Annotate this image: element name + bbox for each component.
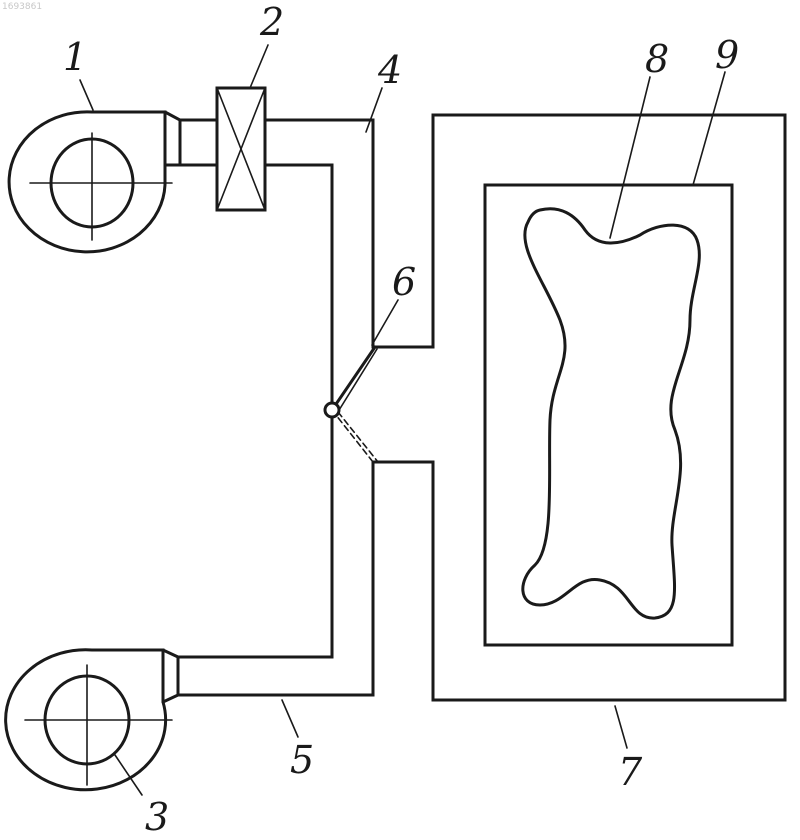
leader-7 <box>615 706 627 748</box>
leader-2 <box>250 45 268 88</box>
leader-5 <box>282 700 298 737</box>
fan-1-housing <box>9 112 165 252</box>
fan-3-bottom <box>6 650 178 790</box>
supply-duct-4 <box>178 115 785 700</box>
duct-inner-wall <box>178 165 332 657</box>
leader-6 <box>372 300 398 345</box>
label-5: 5 <box>290 738 314 782</box>
damper-flap-alt-a <box>332 410 373 462</box>
leader-1 <box>80 80 93 110</box>
label-4: 4 <box>377 48 402 92</box>
damper-flap-open <box>332 347 375 410</box>
heater-2 <box>217 88 265 210</box>
object-8-shape <box>523 209 700 618</box>
damper-flap-alt-b <box>338 412 378 462</box>
label-8: 8 <box>645 37 669 81</box>
damper-flap-open-edge <box>336 349 377 415</box>
fan-3-outlet <box>163 650 178 702</box>
leader-8 <box>610 77 650 238</box>
fan-1-top <box>9 112 180 252</box>
watermark-text: 1693861 <box>2 2 42 12</box>
fan-1-outlet <box>165 112 180 165</box>
label-2: 2 <box>259 0 284 44</box>
leader-3 <box>115 755 142 795</box>
label-6: 6 <box>392 260 416 304</box>
duct-outer-wall <box>178 115 785 700</box>
label-7: 7 <box>618 750 643 794</box>
label-3: 3 <box>145 795 169 839</box>
leader-9 <box>693 72 725 185</box>
label-9: 9 <box>715 33 739 77</box>
damper-pivot <box>325 403 339 417</box>
label-1: 1 <box>63 35 87 79</box>
chamber-9 <box>485 185 732 645</box>
